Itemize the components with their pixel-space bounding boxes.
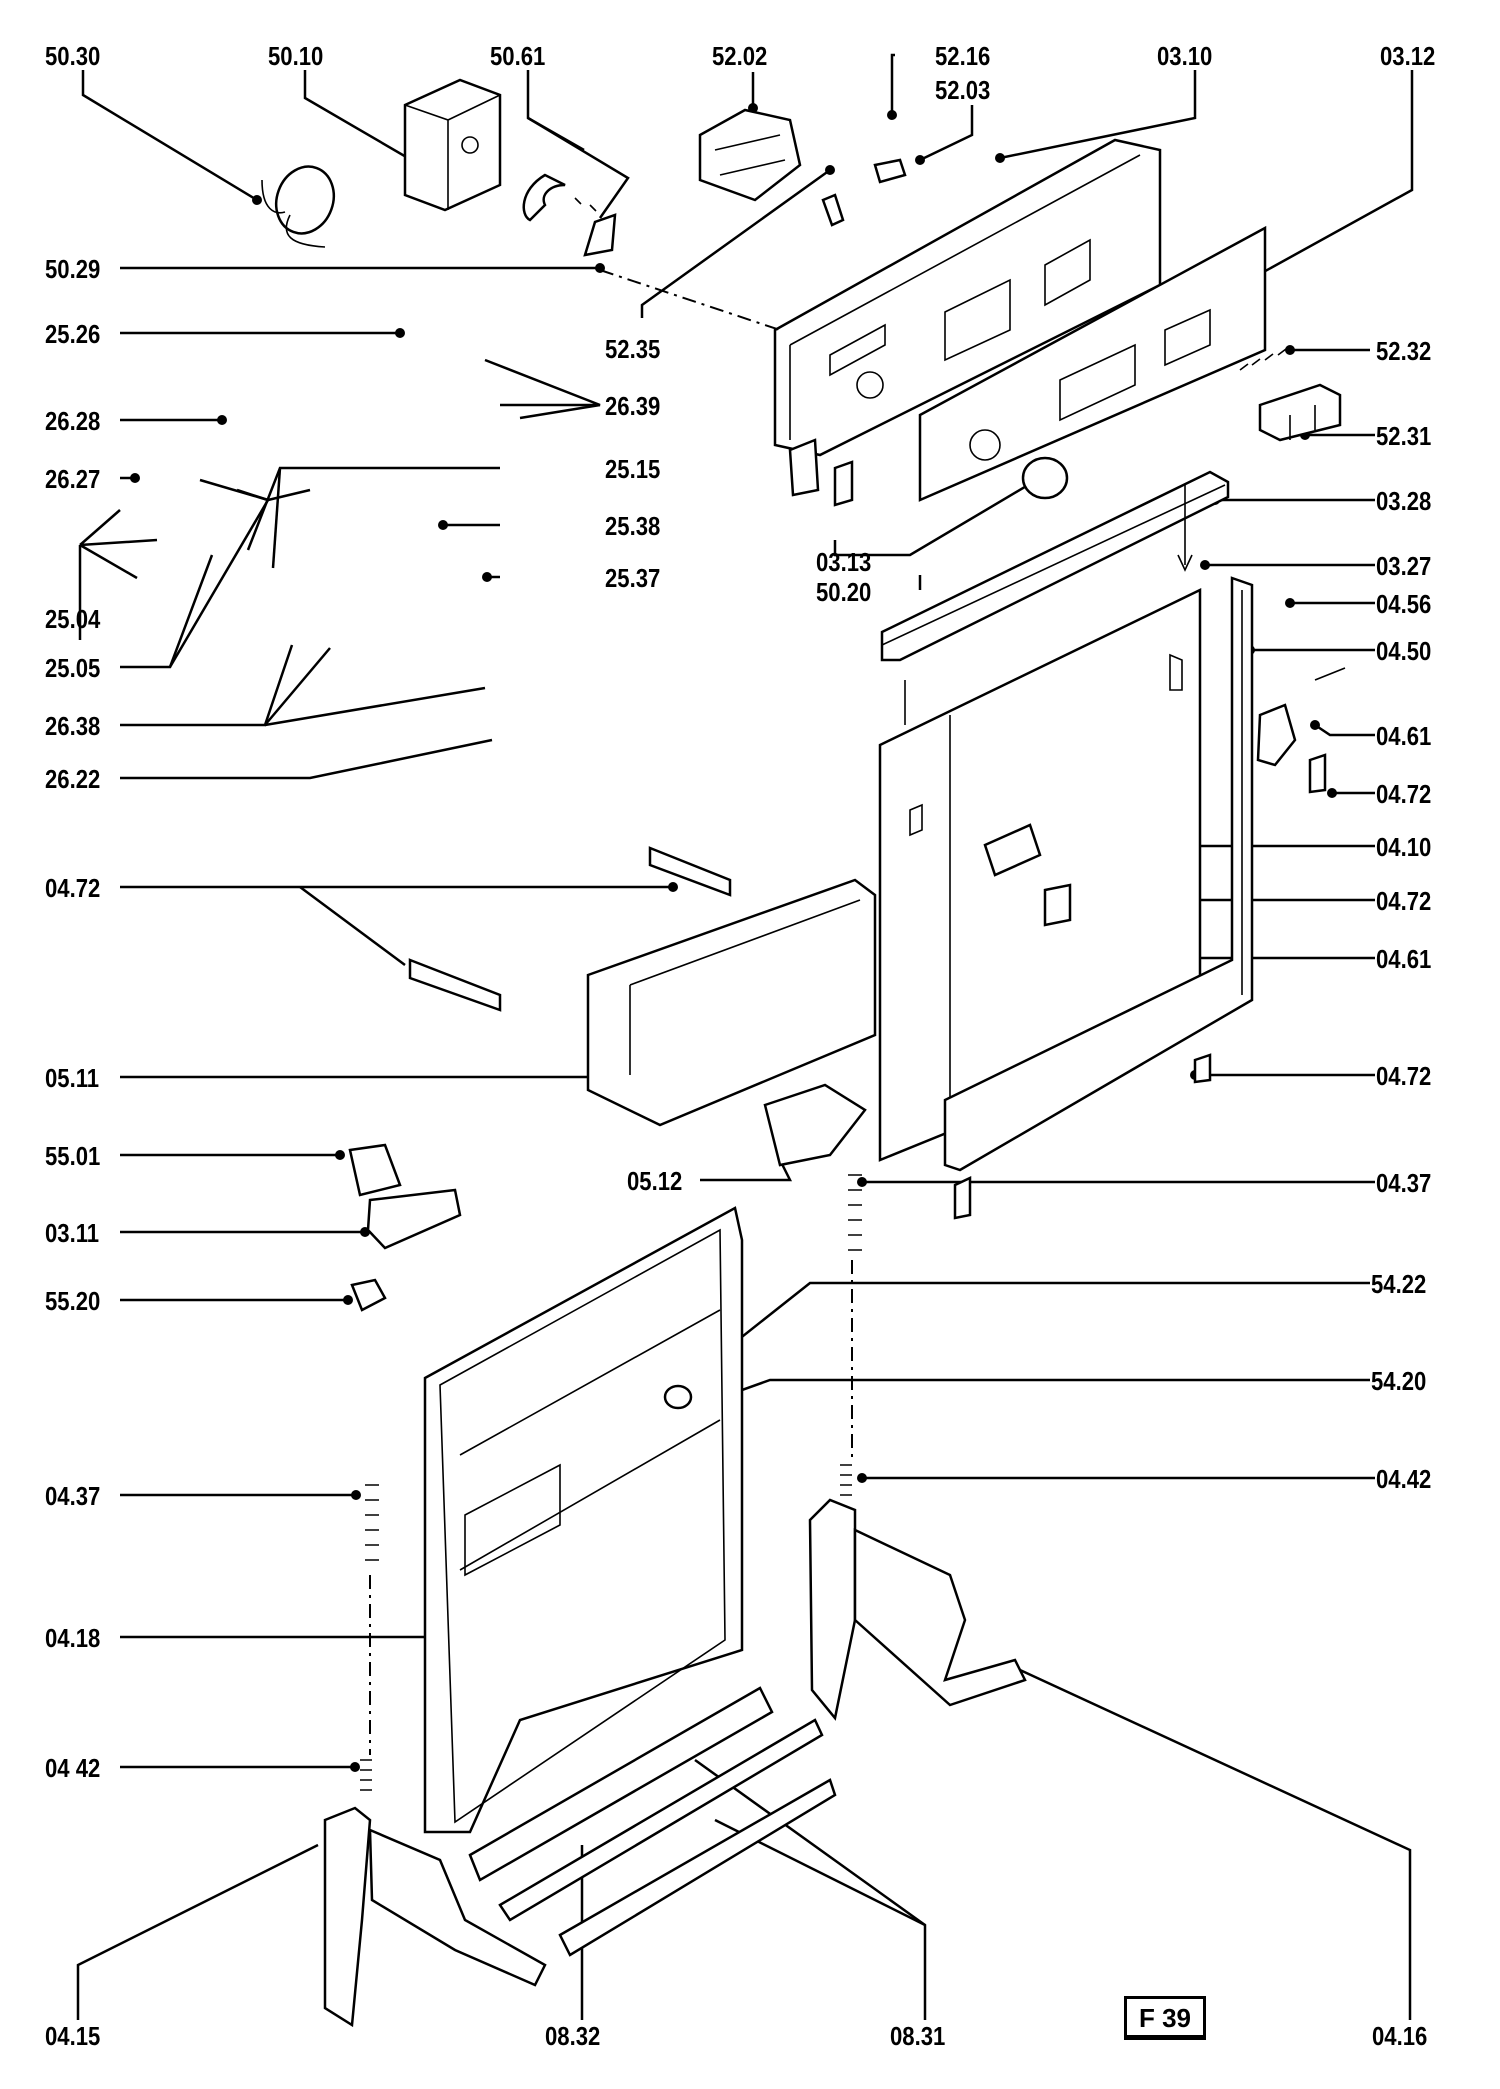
part-label: 25.26 (45, 319, 101, 349)
part-label: 25.15 (605, 454, 661, 484)
part-label: 04.61 (1376, 944, 1432, 974)
part-hinge-left-04-15 (323, 1806, 547, 2028)
part-label: 52.03 (935, 75, 991, 105)
leader-lines (76, 53, 1414, 2020)
part-label: 50.10 (268, 41, 324, 71)
part-label: 52.02 (712, 41, 768, 71)
part-label: 05.11 (45, 1063, 100, 1093)
part-screw-03-27 (904, 485, 1193, 725)
part-springs-52-32 (1239, 348, 1287, 371)
part-label: 52.35 (605, 334, 661, 364)
part-label: 03.28 (1376, 486, 1432, 516)
part-control-panel-03-10 (773, 138, 1162, 497)
part-label: 25.37 (605, 563, 661, 593)
part-label: 04.37 (1376, 1168, 1432, 1198)
part-hinge-right-04-16 (808, 1498, 1027, 1721)
part-label: 26.22 (45, 764, 101, 794)
part-label: 04.37 (45, 1481, 101, 1511)
part-side-trim-04-50 (943, 576, 1254, 1172)
part-label: 25.05 (45, 653, 101, 683)
part-label: 26.28 (45, 406, 101, 436)
part-door-panel-05-11 (586, 878, 877, 1127)
part-switch-52-03 (873, 158, 907, 184)
part-label: 50.61 (490, 41, 546, 71)
part-lock-55-01 (348, 1143, 402, 1197)
part-label: 04.56 (1376, 589, 1432, 619)
part-label: 55.20 (45, 1286, 101, 1316)
part-label: 05.12 (627, 1166, 683, 1196)
part-label: 25.04 (45, 604, 101, 634)
part-label: 50.29 (45, 254, 101, 284)
part-spring-04-42 (360, 1464, 852, 1791)
part-label: 54.20 (1371, 1366, 1427, 1396)
part-label: 03.10 (1157, 41, 1213, 71)
part-clip-03-13 (833, 460, 854, 507)
part-label: 04.72 (1376, 886, 1432, 916)
part-buttons-52-31 (1258, 383, 1342, 442)
part-switch-52-02 (698, 108, 802, 202)
part-label: 04.16 (1372, 2021, 1428, 2051)
part-top-strip-03-28 (880, 470, 1230, 662)
axis-lines (369, 269, 853, 1755)
part-kickplate-08-31 (468, 1686, 824, 1922)
part-catch-55-20 (350, 1278, 387, 1312)
part-label: 04.72 (45, 873, 101, 903)
part-label: 04.61 (1376, 721, 1432, 751)
part-hinge-bracket-04-61 (983, 667, 1346, 877)
part-label: 03.13 (816, 547, 872, 577)
part-inner-door-04-18 (423, 1206, 744, 1834)
part-label: 52.31 (1376, 421, 1432, 451)
part-latch-05-12 (763, 1083, 867, 1167)
part-seal-08-32 (558, 1778, 837, 1957)
part-label: 26.39 (605, 391, 661, 421)
part-label: 04.18 (45, 1623, 101, 1653)
part-label: 52.16 (935, 41, 991, 71)
part-label: 04.50 (1376, 636, 1432, 666)
part-label: 26.27 (45, 464, 101, 494)
part-label: 08.32 (545, 2021, 601, 2051)
part-timer-knob-50-30 (261, 165, 336, 248)
part-spring-04-37 (365, 1174, 862, 1561)
part-label: 03.12 (1380, 41, 1436, 71)
part-label: 50.30 (45, 41, 101, 71)
part-label: 50.20 (816, 577, 872, 607)
part-label: 55.01 (45, 1141, 101, 1171)
part-programmer-50-10 (403, 78, 502, 212)
part-label: 04.72 (1376, 779, 1432, 809)
part-handle-03-11 (366, 1188, 462, 1250)
part-label: 08.31 (890, 2021, 946, 2051)
part-comb-04-72 (408, 846, 732, 1012)
part-gear-50-61 (522, 173, 617, 257)
part-label: 04 42 (45, 1753, 101, 1783)
part-label: 04.15 (45, 2021, 101, 2051)
part-label: 04.10 (1376, 832, 1432, 862)
part-clip-04-72 (953, 753, 1327, 1220)
part-label: 25.38 (605, 511, 661, 541)
part-label: 26.38 (45, 711, 101, 741)
part-label: 03.27 (1376, 551, 1432, 581)
part-label: 52.32 (1376, 336, 1432, 366)
part-label: 54.22 (1371, 1269, 1427, 1299)
part-label: 04.72 (1376, 1061, 1432, 1091)
part-front-panel-03-12 (918, 225, 1267, 502)
part-screw-52-35 (821, 193, 845, 227)
part-knob-50-20 (1021, 456, 1069, 500)
part-label: 03.11 (45, 1218, 100, 1248)
figure-number: F 39 (1124, 1996, 1206, 2040)
part-label: 04.42 (1376, 1464, 1432, 1494)
